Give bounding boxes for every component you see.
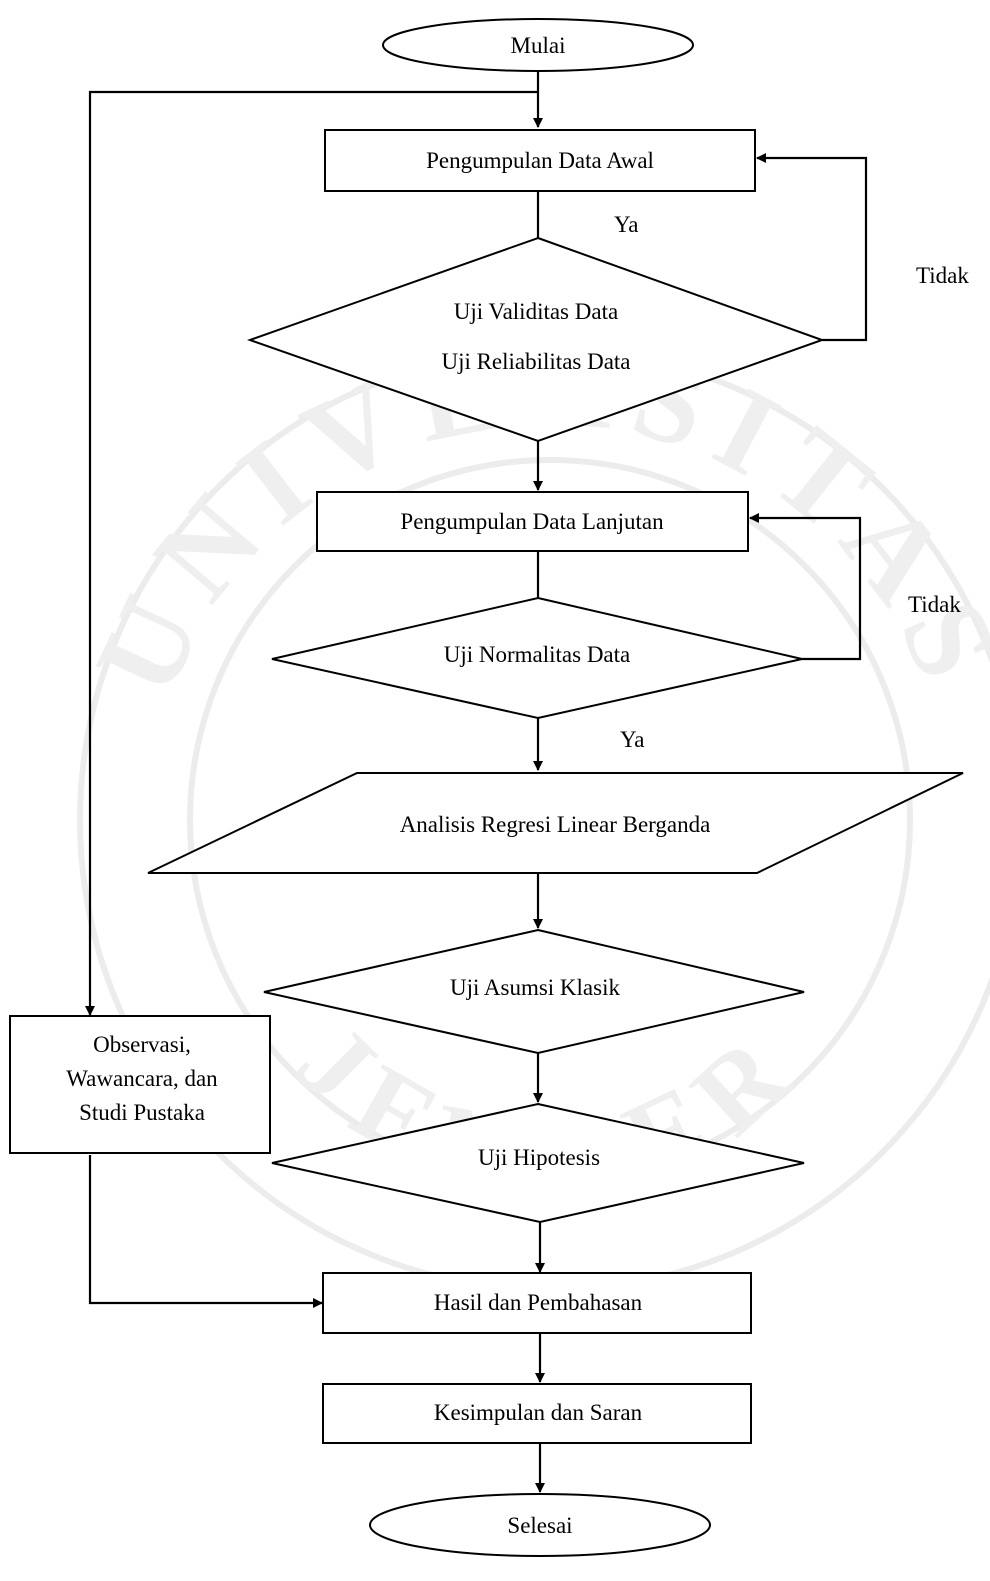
yes-label-1: Ya	[614, 212, 639, 237]
validity-reliability-decision: Uji Validitas Data Uji Reliabilitas Data	[246, 236, 825, 443]
end-label: Selesai	[507, 1513, 572, 1538]
hypothesis-decision: Uji Hipotesis	[271, 1102, 805, 1224]
observation-label-line1: Observasi,	[93, 1032, 191, 1057]
normality-test-label: Uji Normalitas Data	[444, 642, 631, 667]
connectors	[85, 70, 868, 1493]
observation-label-line2: Wawancara, dan	[66, 1066, 218, 1091]
hypothesis-label: Uji Hipotesis	[478, 1145, 600, 1170]
results-process: Hasil dan Pembahasan	[322, 1272, 752, 1334]
yes-label-2: Ya	[620, 727, 645, 752]
observation-process: Observasi, Wawancara, dan Studi Pustaka	[9, 1015, 271, 1154]
regression-label: Analisis Regresi Linear Berganda	[400, 812, 711, 837]
observation-label-line3: Studi Pustaka	[79, 1100, 205, 1125]
end-terminal: Selesai	[369, 1493, 711, 1557]
reliability-test-label: Uji Reliabilitas Data	[441, 349, 630, 374]
initial-data-process: Pengumpulan Data Awal	[324, 129, 756, 192]
start-label: Mulai	[511, 33, 566, 58]
further-data-label: Pengumpulan Data Lanjutan	[400, 509, 664, 534]
classic-assumption-decision: Uji Asumsi Klasik	[263, 928, 805, 1055]
regression-io: Analisis Regresi Linear Berganda	[147, 772, 964, 874]
classic-assumption-label: Uji Asumsi Klasik	[450, 975, 620, 1000]
validity-test-label: Uji Validitas Data	[454, 299, 618, 324]
results-label: Hasil dan Pembahasan	[434, 1290, 643, 1315]
conclusion-process: Kesimpulan dan Saran	[322, 1383, 752, 1444]
no-label-2: Tidak	[908, 592, 961, 617]
normality-decision: Uji Normalitas Data	[271, 596, 803, 720]
conclusion-label: Kesimpulan dan Saran	[434, 1400, 643, 1425]
further-data-process: Pengumpulan Data Lanjutan	[316, 491, 749, 552]
initial-data-label: Pengumpulan Data Awal	[426, 148, 654, 173]
start-terminal: Mulai	[382, 18, 694, 72]
no-label-1: Tidak	[916, 263, 969, 288]
